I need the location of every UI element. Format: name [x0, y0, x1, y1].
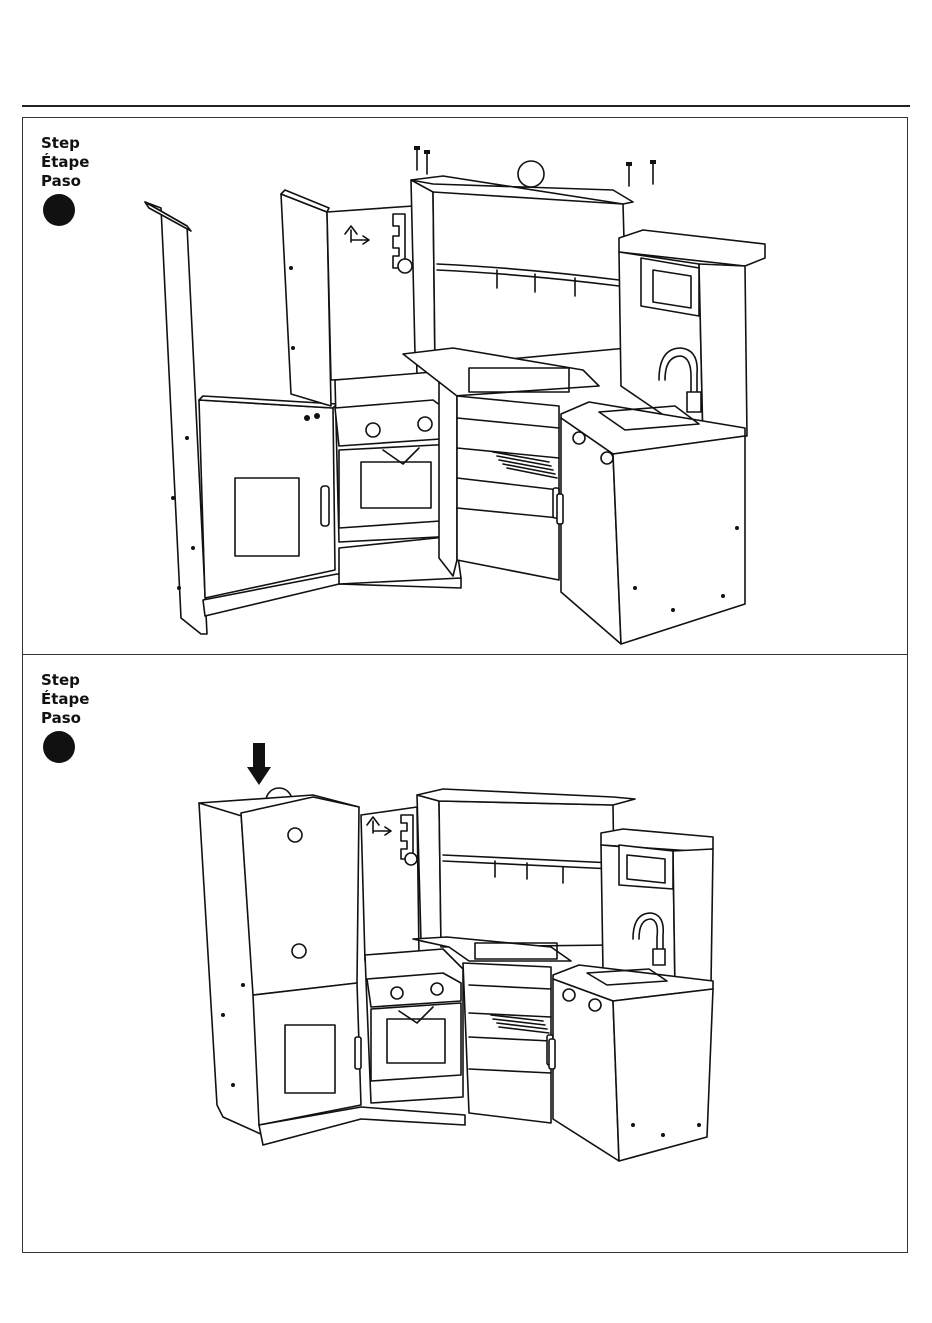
microwave-tower: [601, 829, 713, 989]
callout-circle-icon: [518, 161, 544, 187]
down-arrow-icon: [247, 743, 271, 785]
step-2-illustration: [23, 655, 909, 1253]
oven-section: [365, 949, 463, 1103]
middle-back-panel: [281, 190, 417, 406]
step-panel-1: Step Étape Paso: [22, 117, 908, 655]
step-1-illustration: [23, 118, 909, 656]
sink-cabinet: [557, 402, 745, 644]
left-side-panel: [145, 202, 207, 634]
middle-back-panel: [361, 807, 419, 961]
header-rule: [22, 105, 910, 107]
sink-cabinet: [549, 965, 713, 1161]
step-panel-2: Step Étape Paso: [22, 655, 908, 1253]
